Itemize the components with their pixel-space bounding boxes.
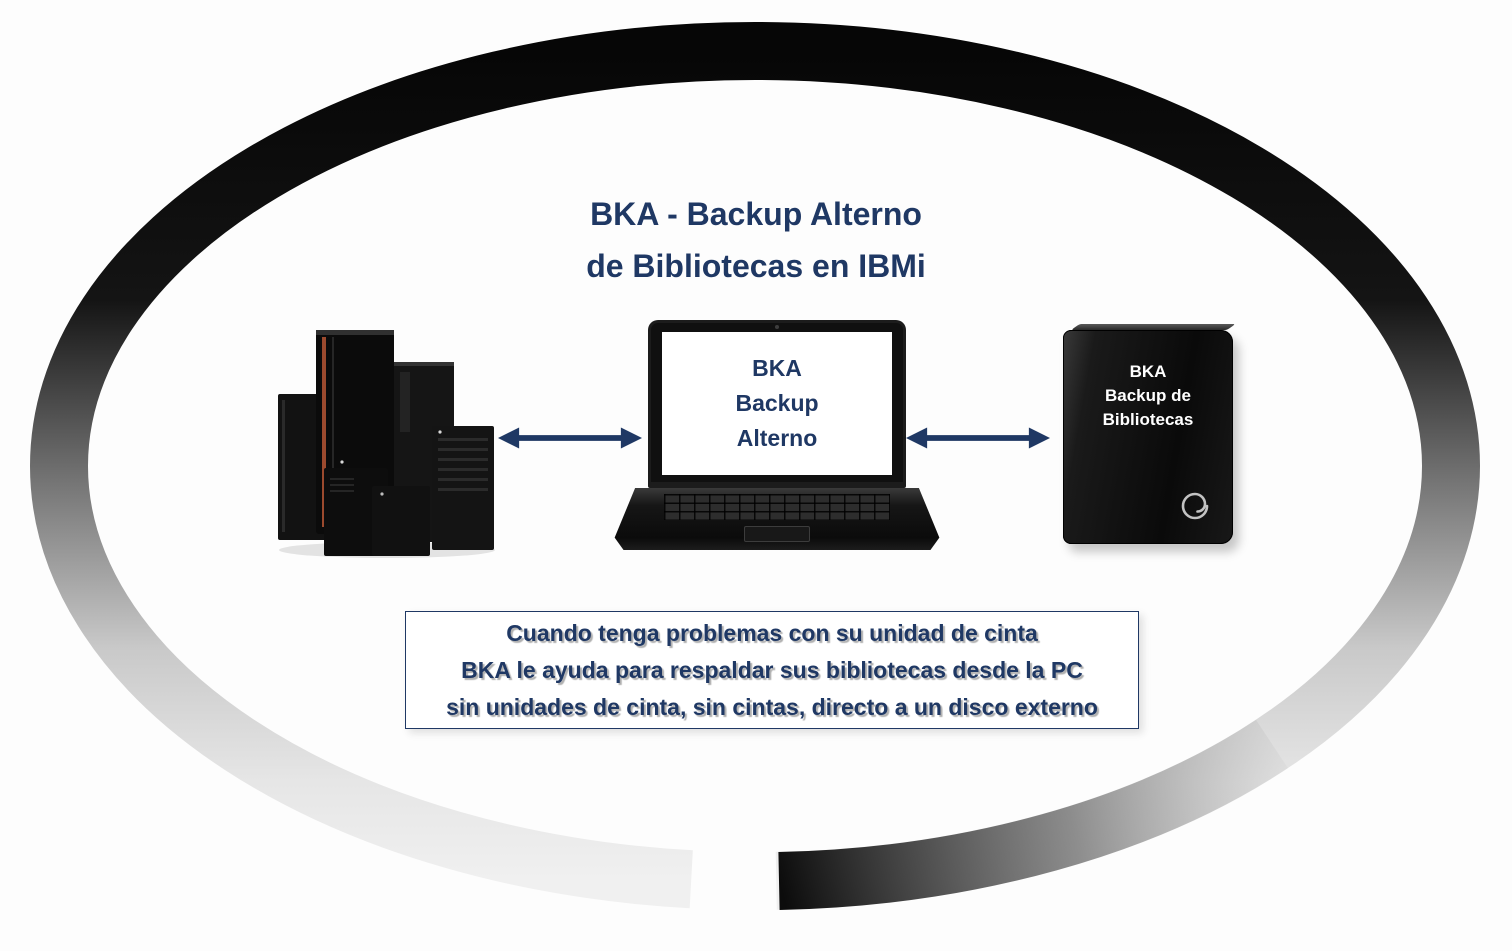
laptop-screen-content: BKA Backup Alterno [662,332,892,475]
drive-label-line1: BKA [1129,362,1167,381]
double-arrow-right-icon [906,427,1050,449]
ibm-server-towers-image [278,330,495,558]
title-line1: BKA - Backup Alterno [590,196,922,232]
webcam-dot-icon [775,325,779,329]
keyboard [664,494,890,520]
page-title: BKA - Backup Alterno de Bibliotecas en I… [0,188,1512,292]
info-line3: sin unidades de cinta, sin cintas, direc… [446,693,1098,720]
title-line2: de Bibliotecas en IBMi [586,248,926,284]
double-arrow-left-icon [498,427,642,449]
info-line2: BKA le ayuda para respaldar sus bibliote… [461,656,1083,683]
info-box: Cuando tenga problemas con su unidad de … [405,611,1139,729]
external-drive-image: BKA Backup de Bibliotecas [1063,324,1236,544]
laptop-base [614,488,940,550]
seagate-swirl-icon [1181,492,1209,520]
laptop-text-line2: Backup [735,390,819,416]
laptop-image: BKA Backup Alterno [612,320,942,554]
info-line1: Cuando tenga problemas con su unidad de … [506,619,1038,646]
touchpad [744,526,810,542]
drive-label: BKA Backup de Bibliotecas [1063,360,1233,432]
drive-label-line2: Backup de [1105,386,1191,405]
drive-label-line3: Bibliotecas [1102,410,1194,429]
laptop-text-line1: BKA [752,355,802,381]
laptop-text-line3: Alterno [736,425,818,451]
laptop-screen: BKA Backup Alterno [648,320,906,488]
